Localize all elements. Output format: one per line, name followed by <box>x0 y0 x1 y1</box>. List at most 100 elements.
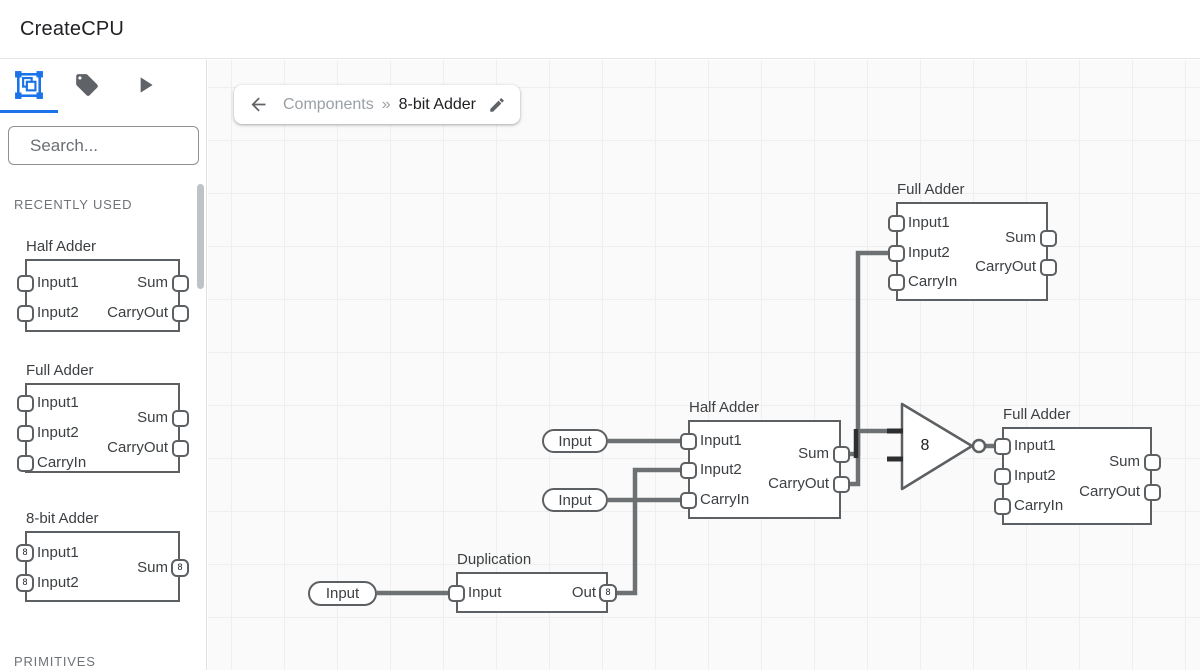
wires-layer <box>377 250 996 596</box>
port-label: Input2 <box>908 244 950 261</box>
tag-icon <box>76 74 98 96</box>
app-header: CreateCPU <box>0 0 1200 59</box>
component-title: Full Adder <box>897 181 965 198</box>
component-title: Full Adder <box>1003 406 1071 423</box>
canvas-full-adder-top[interactable] <box>896 202 1048 301</box>
canvas-full-adder-right[interactable] <box>1002 427 1152 525</box>
port-label: Input2 <box>700 461 742 478</box>
port-input1[interactable] <box>16 274 34 292</box>
breadcrumb-current: 8-bit Adder <box>398 95 477 113</box>
port-sum[interactable] <box>1039 229 1057 247</box>
port-input2[interactable] <box>887 244 905 262</box>
port-carryout[interactable] <box>171 439 189 457</box>
port-label: Input1 <box>1014 437 1056 454</box>
port-label: Input1 <box>37 274 79 291</box>
port-input1[interactable] <box>16 394 34 412</box>
port-label: Sum <box>1109 453 1140 470</box>
component-title: Duplication <box>457 551 532 568</box>
port-input2[interactable] <box>16 424 34 442</box>
port-input2[interactable] <box>679 461 697 479</box>
tab-run[interactable] <box>116 60 174 110</box>
search-box[interactable] <box>8 126 206 165</box>
port-carryout[interactable] <box>832 475 850 493</box>
port-input1[interactable] <box>887 214 905 232</box>
gate-output-port[interactable] <box>971 438 987 454</box>
port-carryout[interactable] <box>171 304 189 322</box>
port-label: CarryOut <box>975 258 1036 275</box>
port-sum[interactable] <box>171 274 189 292</box>
tab-tags[interactable] <box>58 60 116 110</box>
port-sum[interactable] <box>171 409 189 427</box>
sidebar-scrollbar[interactable] <box>197 184 204 289</box>
port-sum[interactable] <box>832 445 850 463</box>
port-label: Input2 <box>37 424 79 441</box>
wire[interactable] <box>616 467 682 596</box>
input-pill[interactable]: Input <box>542 429 608 453</box>
port-label: Sum <box>798 445 829 462</box>
sidebar-full-adder[interactable] <box>25 383 180 473</box>
port-sum[interactable] <box>1143 453 1161 471</box>
port-input2[interactable] <box>16 304 34 322</box>
port-label: Input2 <box>37 304 79 321</box>
rename-button[interactable] <box>488 96 506 114</box>
port-carryout[interactable] <box>1143 483 1161 501</box>
port-label: Input1 <box>37 394 79 411</box>
port-carryin[interactable] <box>16 454 34 472</box>
port-carryout[interactable] <box>1039 258 1057 276</box>
wire[interactable] <box>847 250 890 457</box>
component-title: 8-bit Adder <box>26 510 99 527</box>
gate-bit-width-label: 8 <box>920 437 930 454</box>
section-label-recently-used: RECENTLY USED <box>14 197 133 212</box>
component-title: Half Adder <box>689 399 760 416</box>
port-label: Out <box>571 584 596 601</box>
breadcrumb-root[interactable]: Components <box>283 95 374 113</box>
back-button[interactable] <box>248 94 269 115</box>
port-input[interactable] <box>447 584 465 602</box>
port-label: Input1 <box>908 214 950 231</box>
sidebar-tabs <box>0 60 206 113</box>
port-label: Sum <box>137 409 168 426</box>
port-input1[interactable] <box>993 437 1011 455</box>
port-carryin[interactable] <box>887 273 905 291</box>
input-pill[interactable]: Input <box>308 581 377 606</box>
port-label: Sum <box>137 559 168 576</box>
breadcrumb-separator: » <box>381 95 391 113</box>
component-title: Half Adder <box>26 238 97 255</box>
port-label: CarryOut <box>107 304 168 321</box>
search-input[interactable] <box>28 134 206 157</box>
port-label: Sum <box>1005 229 1036 246</box>
sidebar-half-adder[interactable] <box>25 259 180 332</box>
play-icon <box>140 77 153 93</box>
canvas-half-adder[interactable] <box>688 420 841 519</box>
components-icon <box>15 71 43 99</box>
pencil-icon <box>490 97 504 112</box>
port-sum[interactable]: 8 <box>171 559 189 577</box>
port-carryin[interactable] <box>679 491 697 509</box>
port-label: CarryIn <box>1014 497 1064 514</box>
port-label: CarryIn <box>37 454 87 471</box>
port-label: CarryOut <box>768 475 829 492</box>
port-label: CarryOut <box>1079 483 1140 500</box>
port-label: CarryIn <box>700 491 750 508</box>
port-out[interactable]: 8 <box>599 584 617 602</box>
port-label: Sum <box>137 274 168 291</box>
port-label: Input2 <box>1014 467 1056 484</box>
port-input1[interactable]: 8 <box>16 544 34 562</box>
port-input2[interactable] <box>993 467 1011 485</box>
port-label: Input1 <box>37 544 79 561</box>
port-label: CarryOut <box>107 439 168 456</box>
port-carryin[interactable] <box>993 497 1011 515</box>
section-label-primitives: PRIMITIVES <box>14 654 96 669</box>
port-input2[interactable]: 8 <box>16 574 34 592</box>
tab-components[interactable] <box>0 60 58 110</box>
port-input1[interactable] <box>679 432 697 450</box>
merger-gate[interactable] <box>900 402 974 491</box>
port-label: Input1 <box>700 432 742 449</box>
arrow-left-icon <box>251 97 266 112</box>
input-pill[interactable]: Input <box>542 488 608 512</box>
canvas-duplication[interactable] <box>456 572 608 613</box>
port-label: Input <box>468 584 502 601</box>
sidebar: RECENTLY USED PRIMITIVES Half AdderInput… <box>0 60 207 670</box>
